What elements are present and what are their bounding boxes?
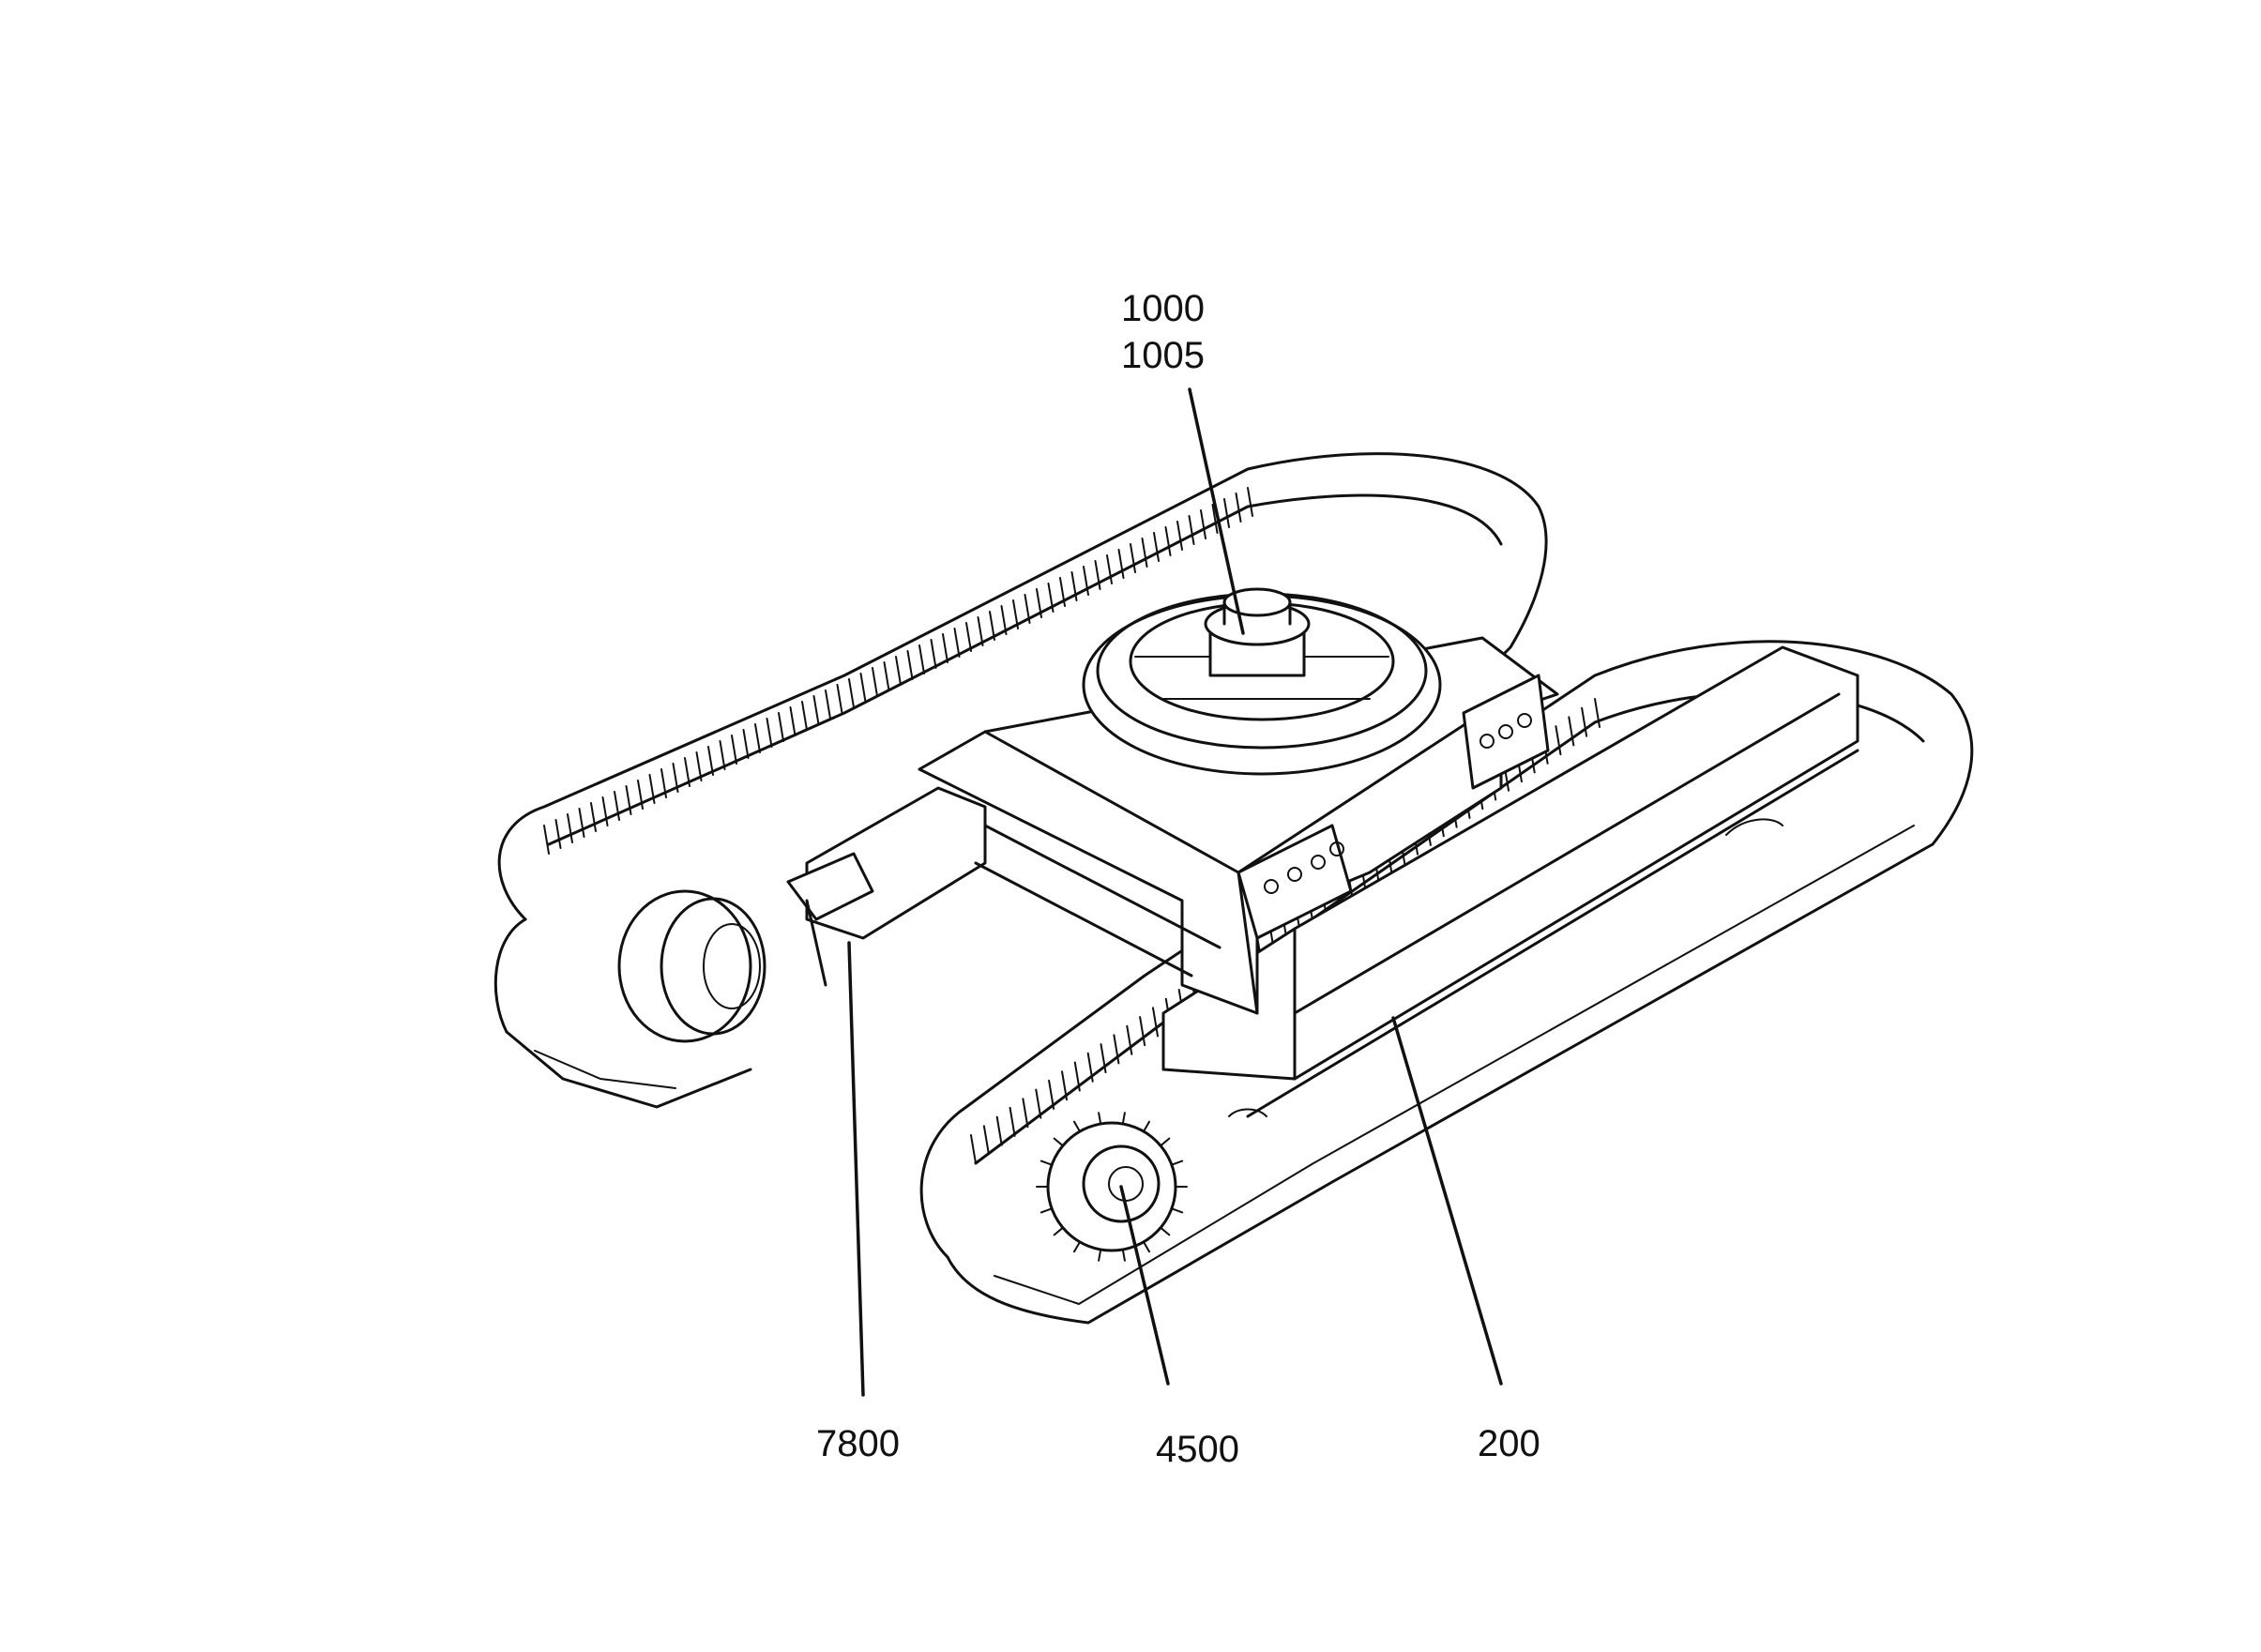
leader-200 <box>1391 1016 1503 1386</box>
rear-idler <box>617 889 752 1043</box>
rear-left-track <box>493 452 1548 1109</box>
callout-1000: 1000 <box>1121 288 1205 329</box>
callout-labels: 1000 1005 7800 4500 200 <box>816 288 1540 1470</box>
front-right-track <box>919 640 1974 1325</box>
leader-7800 <box>847 941 865 1397</box>
callout-1005: 1005 <box>1121 335 1205 376</box>
leader-1000 <box>1188 387 1245 635</box>
callout-leaders <box>847 387 1503 1397</box>
callout-200: 200 <box>1478 1423 1540 1464</box>
drive-sprocket <box>1046 1121 1177 1252</box>
swing-bearing <box>1082 587 1442 776</box>
leader-4500 <box>1119 1185 1170 1386</box>
callout-7800: 7800 <box>816 1423 900 1464</box>
callout-4500: 4500 <box>1156 1429 1239 1470</box>
